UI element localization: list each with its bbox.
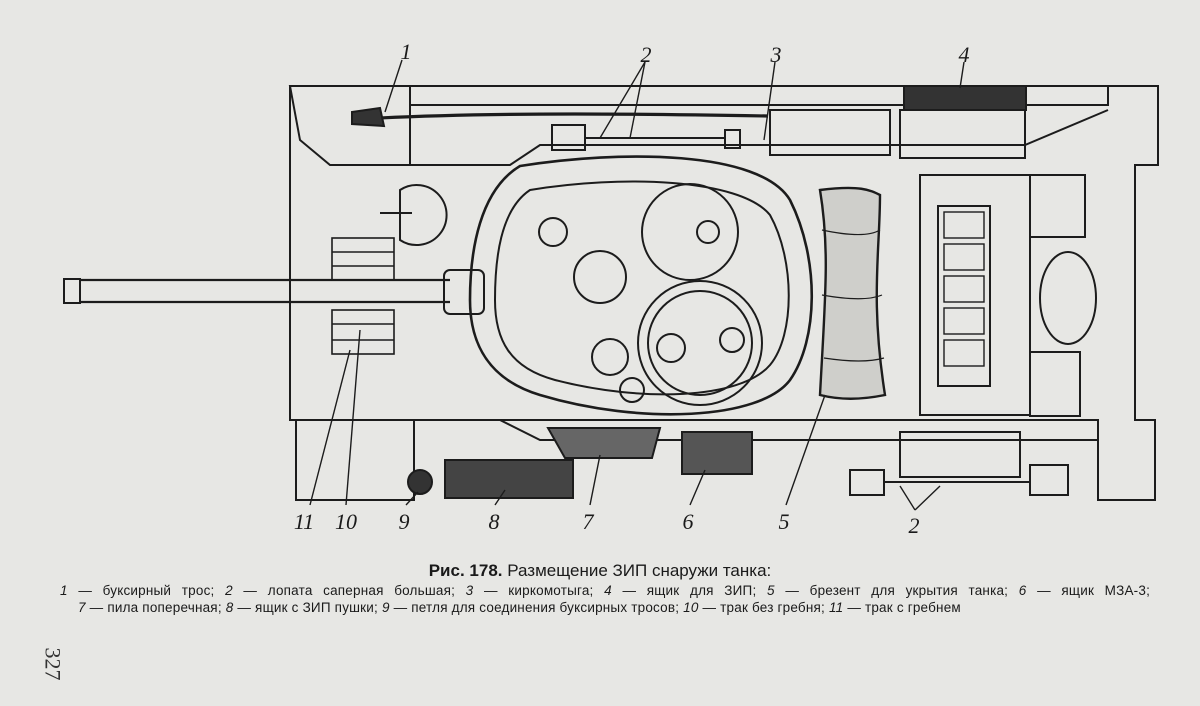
legend-num: 1	[60, 583, 68, 598]
legend-text: — трак с гребнем	[847, 600, 961, 615]
spare-parts-box-bottom	[899, 431, 1021, 478]
mza-box	[681, 431, 753, 475]
legend-num: 7	[78, 600, 86, 615]
caption-number: Рис. 178.	[428, 561, 503, 580]
legend-num: 4	[604, 583, 612, 598]
gun-zip-box	[444, 459, 574, 499]
legend-num: 3	[465, 583, 474, 598]
legend-text: — киркомотыга;	[484, 583, 594, 598]
headlight	[399, 184, 448, 246]
turret	[468, 155, 814, 416]
callout-10: 10	[335, 509, 357, 534]
callout-4: 4	[958, 42, 970, 67]
engine-grille	[937, 205, 991, 387]
legend-text: — пила поперечная;	[89, 600, 222, 615]
legend-text: — трак без гребня;	[702, 600, 825, 615]
tank-top-view-drawing	[63, 59, 1159, 511]
legend-line-2: 7 — пила поперечная; 8 — ящик с ЗИП пушк…	[78, 600, 1128, 615]
legend-text: — ящик МЗА-3;	[1037, 583, 1151, 598]
shovel-top	[551, 124, 741, 151]
callout-6: 6	[682, 509, 694, 534]
cross-saw	[546, 427, 662, 459]
legend-num: 11	[828, 600, 844, 615]
front-fender-top	[288, 85, 411, 166]
callout-7: 7	[582, 509, 594, 534]
page-number: 327	[40, 647, 66, 681]
legend-num: 5	[767, 583, 775, 598]
spare-parts-box-top	[769, 109, 891, 156]
tow-loop	[407, 469, 433, 495]
legend-text: — ящик для ЗИП;	[622, 583, 757, 598]
legend-num: 9	[381, 600, 390, 615]
muzzle	[63, 278, 81, 304]
callout-1: 1	[400, 39, 412, 64]
figure-caption: Рис. 178. Размещение ЗИП снаружи танка:	[0, 561, 1200, 581]
tow-cable-top	[379, 112, 769, 120]
legend-num: 10	[683, 600, 699, 615]
callout-9: 9	[398, 509, 410, 534]
legend-text: — петля для соединения буксирных тросов;	[393, 600, 680, 615]
rear-hatch	[1039, 251, 1097, 345]
caption-title: Размещение ЗИП снаружи танка:	[507, 561, 772, 580]
legend-text: — лопата саперная большая;	[243, 583, 456, 598]
gun-mantlet	[443, 269, 485, 315]
legend-text: — буксирный трос;	[78, 583, 215, 598]
callout-8: 8	[488, 509, 500, 534]
engine-deck	[919, 174, 1031, 416]
legend-num: 8	[225, 600, 234, 615]
commander-cupola	[637, 280, 763, 406]
callout-3: 3	[770, 42, 782, 67]
hull-outline	[289, 85, 1159, 501]
shovel-bottom	[849, 464, 1069, 496]
callout-2: 2	[640, 42, 652, 67]
callout-5: 5	[778, 509, 790, 534]
tarpaulin	[818, 186, 887, 400]
gun-barrel	[80, 278, 450, 304]
legend-line-1: 1 — буксирный трос; 2 — лопата саперная …	[60, 583, 1150, 598]
legend-num: 2	[225, 583, 233, 598]
callout-11: 11	[293, 509, 315, 534]
legend-text: — брезент для укрытия танка;	[785, 583, 1009, 598]
legend-text: — ящик с ЗИП пушки;	[237, 600, 378, 615]
front-fender-bottom	[295, 419, 415, 501]
legend-num: 6	[1018, 583, 1027, 598]
spare-tracks	[331, 237, 395, 355]
callout-2-bottom: 2	[908, 513, 920, 538]
